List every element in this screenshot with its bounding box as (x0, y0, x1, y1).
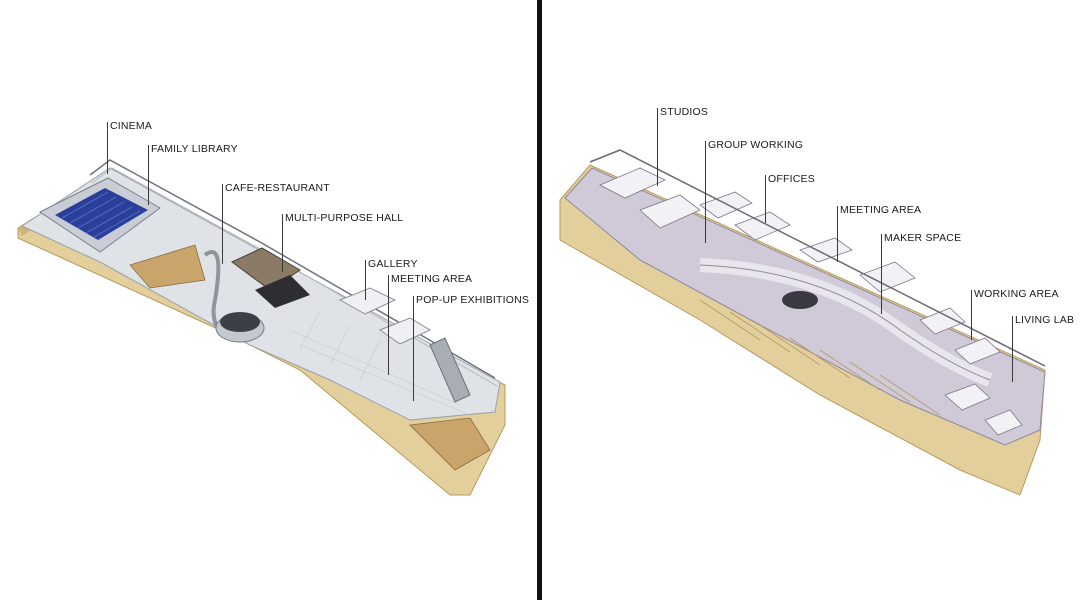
left-railing (89, 159, 496, 379)
label-gallery: GALLERY (368, 258, 418, 270)
right-railing (589, 149, 1046, 367)
label-group-working: GROUP WORKING (708, 139, 804, 151)
leader-line (971, 290, 972, 340)
label-multi-purpose-hall: MULTI-PURPOSE HALL (285, 212, 404, 224)
label-cinema: CINEMA (110, 120, 153, 132)
oval-opening (782, 291, 818, 309)
room-blocks (599, 167, 1023, 436)
label-living-lab: LIVING LAB (1015, 314, 1075, 326)
leader-line (365, 260, 366, 300)
label-family-library: FAMILY LIBRARY (151, 143, 238, 155)
label-studios: STUDIOS (660, 106, 709, 118)
label-cafe-restaurant: CAFE-RESTAURANT (225, 182, 330, 194)
left-building-illustration (17, 159, 506, 496)
hall-seating (255, 275, 310, 308)
label-maker-space: MAKER SPACE (884, 232, 962, 244)
panel-divider (537, 0, 542, 600)
gallery-block (338, 287, 397, 315)
label-working-area: WORKING AREA (974, 288, 1059, 300)
cinema-seats (55, 188, 148, 240)
label-offices: OFFICES (768, 173, 815, 185)
leader-line (388, 275, 389, 375)
leader-line (282, 214, 283, 272)
leader-line (837, 206, 838, 262)
leader-line (881, 234, 882, 314)
gallery-stair (429, 337, 471, 403)
leader-line (107, 122, 108, 174)
lower-wood-floor (409, 417, 491, 471)
label-meeting-area-left: MEETING AREA (391, 273, 473, 285)
leader-line (657, 108, 658, 186)
leader-line (148, 145, 149, 205)
leader-line (765, 175, 766, 223)
leader-line (413, 296, 414, 401)
library-floor (129, 244, 206, 289)
leader-line (222, 184, 223, 264)
leader-line (1012, 316, 1013, 382)
label-meeting-area-right: MEETING AREA (840, 204, 922, 216)
cinema-seat-rows (61, 191, 141, 238)
leader-line (705, 141, 706, 243)
lower-structure (699, 299, 941, 416)
label-pop-up-exhibitions: POP-UP EXHIBITIONS (416, 294, 530, 306)
